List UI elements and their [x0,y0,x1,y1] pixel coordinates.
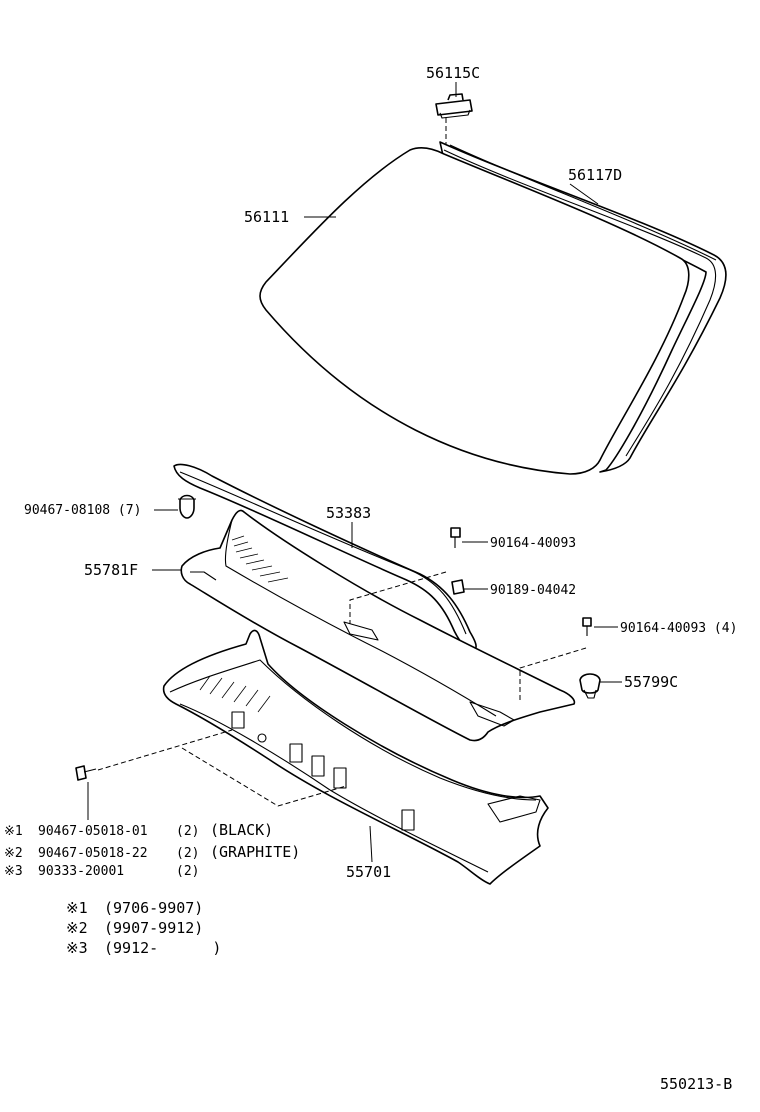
panel-ribs [199,675,271,713]
label-90164-40093-4: 90164-40093 (4) [620,621,737,636]
guide-55799c [519,647,587,700]
guide-nut [349,571,447,624]
nut-90189-04042[interactable] [451,579,465,595]
louver-55781f[interactable] [180,509,576,742]
windshield-56111[interactable] [259,141,727,475]
period-range-1: (9706-9907) [104,899,203,917]
label-56115c: 56115C [426,64,480,82]
label-55701: 55701 [346,863,391,881]
label-53383: 53383 [326,504,371,522]
panel-55701[interactable] [162,629,549,885]
clip-90467-08108[interactable] [178,494,196,519]
screw-90164-40093[interactable] [450,527,461,548]
period-mark-3: ※3 [66,939,88,957]
period-table: ※1 (9706-9907) ※2 (9907-9912) ※3 (9912- … [66,899,221,957]
label-55799c: 55799C [624,673,678,691]
screw-90467-05018[interactable] [75,765,97,781]
diagram-code: 550213-B [660,1075,732,1093]
period-range-3: (9912- ) [104,939,221,957]
moulding-56117d[interactable] [449,144,717,261]
label-90467-08108: 90467-08108 (7) [24,503,141,518]
label-56111: 56111 [244,208,289,226]
footnote-mark-2: ※2 [4,846,23,861]
label-56117d: 56117D [568,166,622,184]
clip-56115c[interactable] [435,93,473,119]
screw-90164-40093-4[interactable] [582,617,592,636]
footnote-qty-1: (2) [176,824,199,839]
guide-screw [97,729,233,771]
label-90164-40093: 90164-40093 [490,536,576,551]
period-range-2: (9907-9912) [104,919,203,937]
label-55781f: 55781F [84,561,138,579]
footnote-color-2: (GRAPHITE) [210,843,300,861]
period-mark-2: ※2 [66,919,88,937]
clip-55799c[interactable] [579,673,601,699]
footnote-part-1: 90467-05018-01 [38,824,148,839]
period-mark-1: ※1 [66,899,88,917]
leader-56117d [569,183,599,205]
footnote-part-3: 90333-20001 [38,864,124,879]
footnote-table: ※1 90467-05018-01 (2) (BLACK) ※2 90467-0… [4,821,300,879]
footnote-part-2: 90467-05018-22 [38,846,148,861]
guide-screw-2 [181,747,347,807]
label-90189-04042: 90189-04042 [490,583,576,598]
footnote-mark-3: ※3 [4,864,23,879]
louver-grille [231,535,289,583]
footnote-qty-3: (2) [176,864,199,879]
footnote-qty-2: (2) [176,846,199,861]
footnote-mark-1: ※1 [4,824,23,839]
footnote-color-1: (BLACK) [210,821,273,839]
leader-55701 [369,825,373,863]
